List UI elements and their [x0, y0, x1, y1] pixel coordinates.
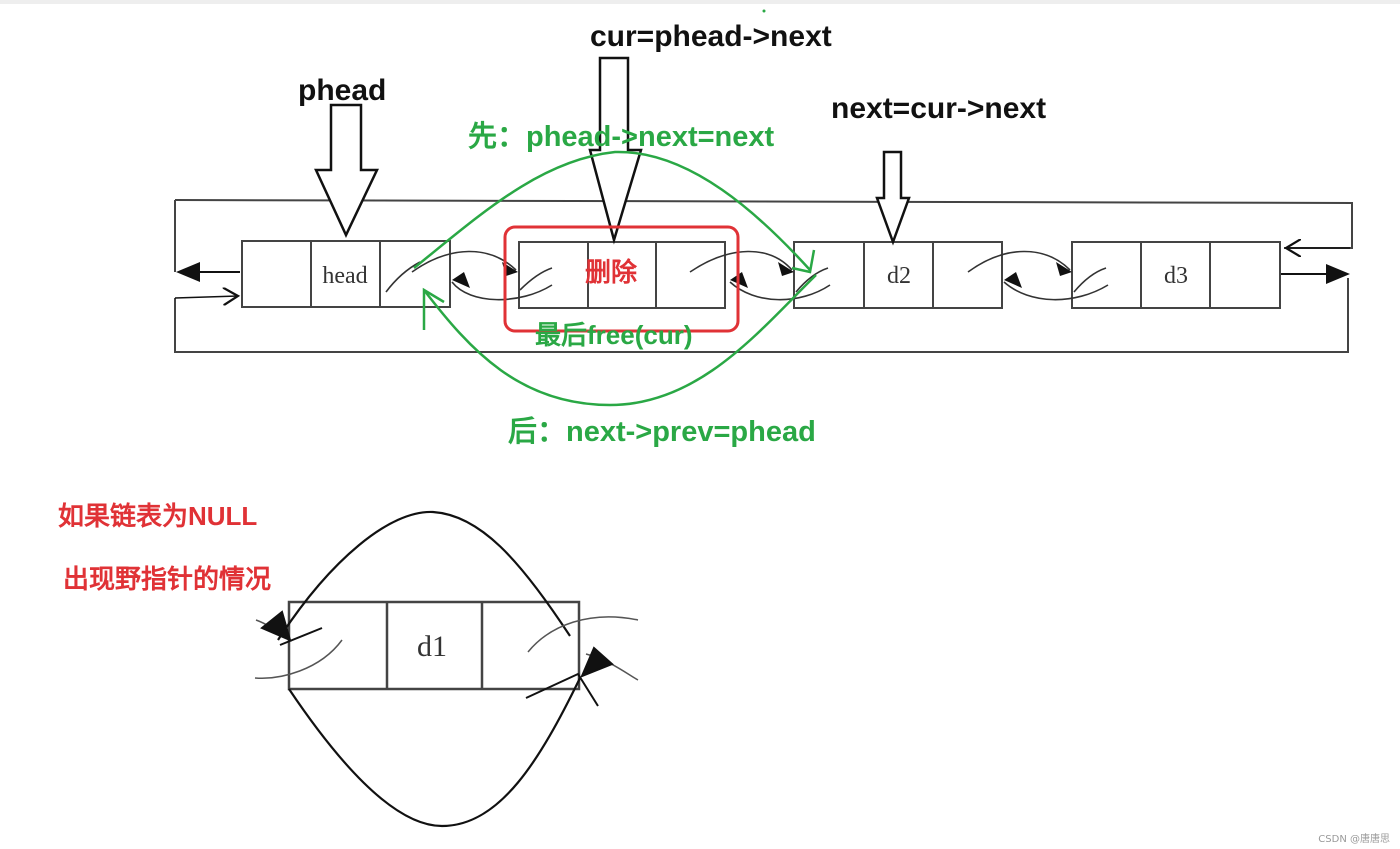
relink-backward-curve: [423, 274, 817, 407]
cur-pointer-arrow: [588, 56, 643, 245]
phead-label: phead: [298, 74, 386, 107]
node-d2-label: d2: [887, 263, 911, 289]
cur-assign-label: cur=phead->next: [590, 20, 832, 53]
top-border-strip: [0, 0, 1400, 4]
d1-loop-arrowheads: [260, 610, 614, 707]
node-d2: [793, 241, 1003, 309]
green-relink-curves: [413, 150, 817, 407]
stray-dot: [762, 9, 766, 13]
next-assign-label: next=cur->next: [831, 92, 1046, 125]
node-head: [241, 240, 451, 308]
next-pointer-arrow: [875, 150, 911, 246]
link-arrowheads: [452, 262, 1072, 288]
watermark-text: CSDN @唐唐思: [1318, 832, 1390, 845]
free-note-label: 最后free(cur): [535, 320, 692, 350]
step-first-label: 先：phead->next=next: [468, 120, 775, 153]
delete-mark-label: 删除: [585, 257, 638, 287]
node-links: [385, 250, 1109, 301]
node-cur: [518, 241, 726, 309]
delete-highlight-box: [503, 225, 740, 333]
node-d3-label: d3: [1164, 263, 1188, 289]
loop-into-head-arrow: [174, 296, 238, 298]
node-d1-label: d1: [417, 630, 447, 663]
null-warning-line2: 出现野指针的情况: [63, 564, 271, 594]
phead-pointer-arrow: [314, 103, 379, 238]
node-d3: [1071, 241, 1281, 309]
null-warning-line1: 如果链表为NULL: [58, 501, 257, 531]
node-head-label: head: [322, 263, 367, 289]
step-last-label: 后：next->prev=phead: [508, 415, 816, 448]
relink-forward-curve: [413, 150, 811, 271]
